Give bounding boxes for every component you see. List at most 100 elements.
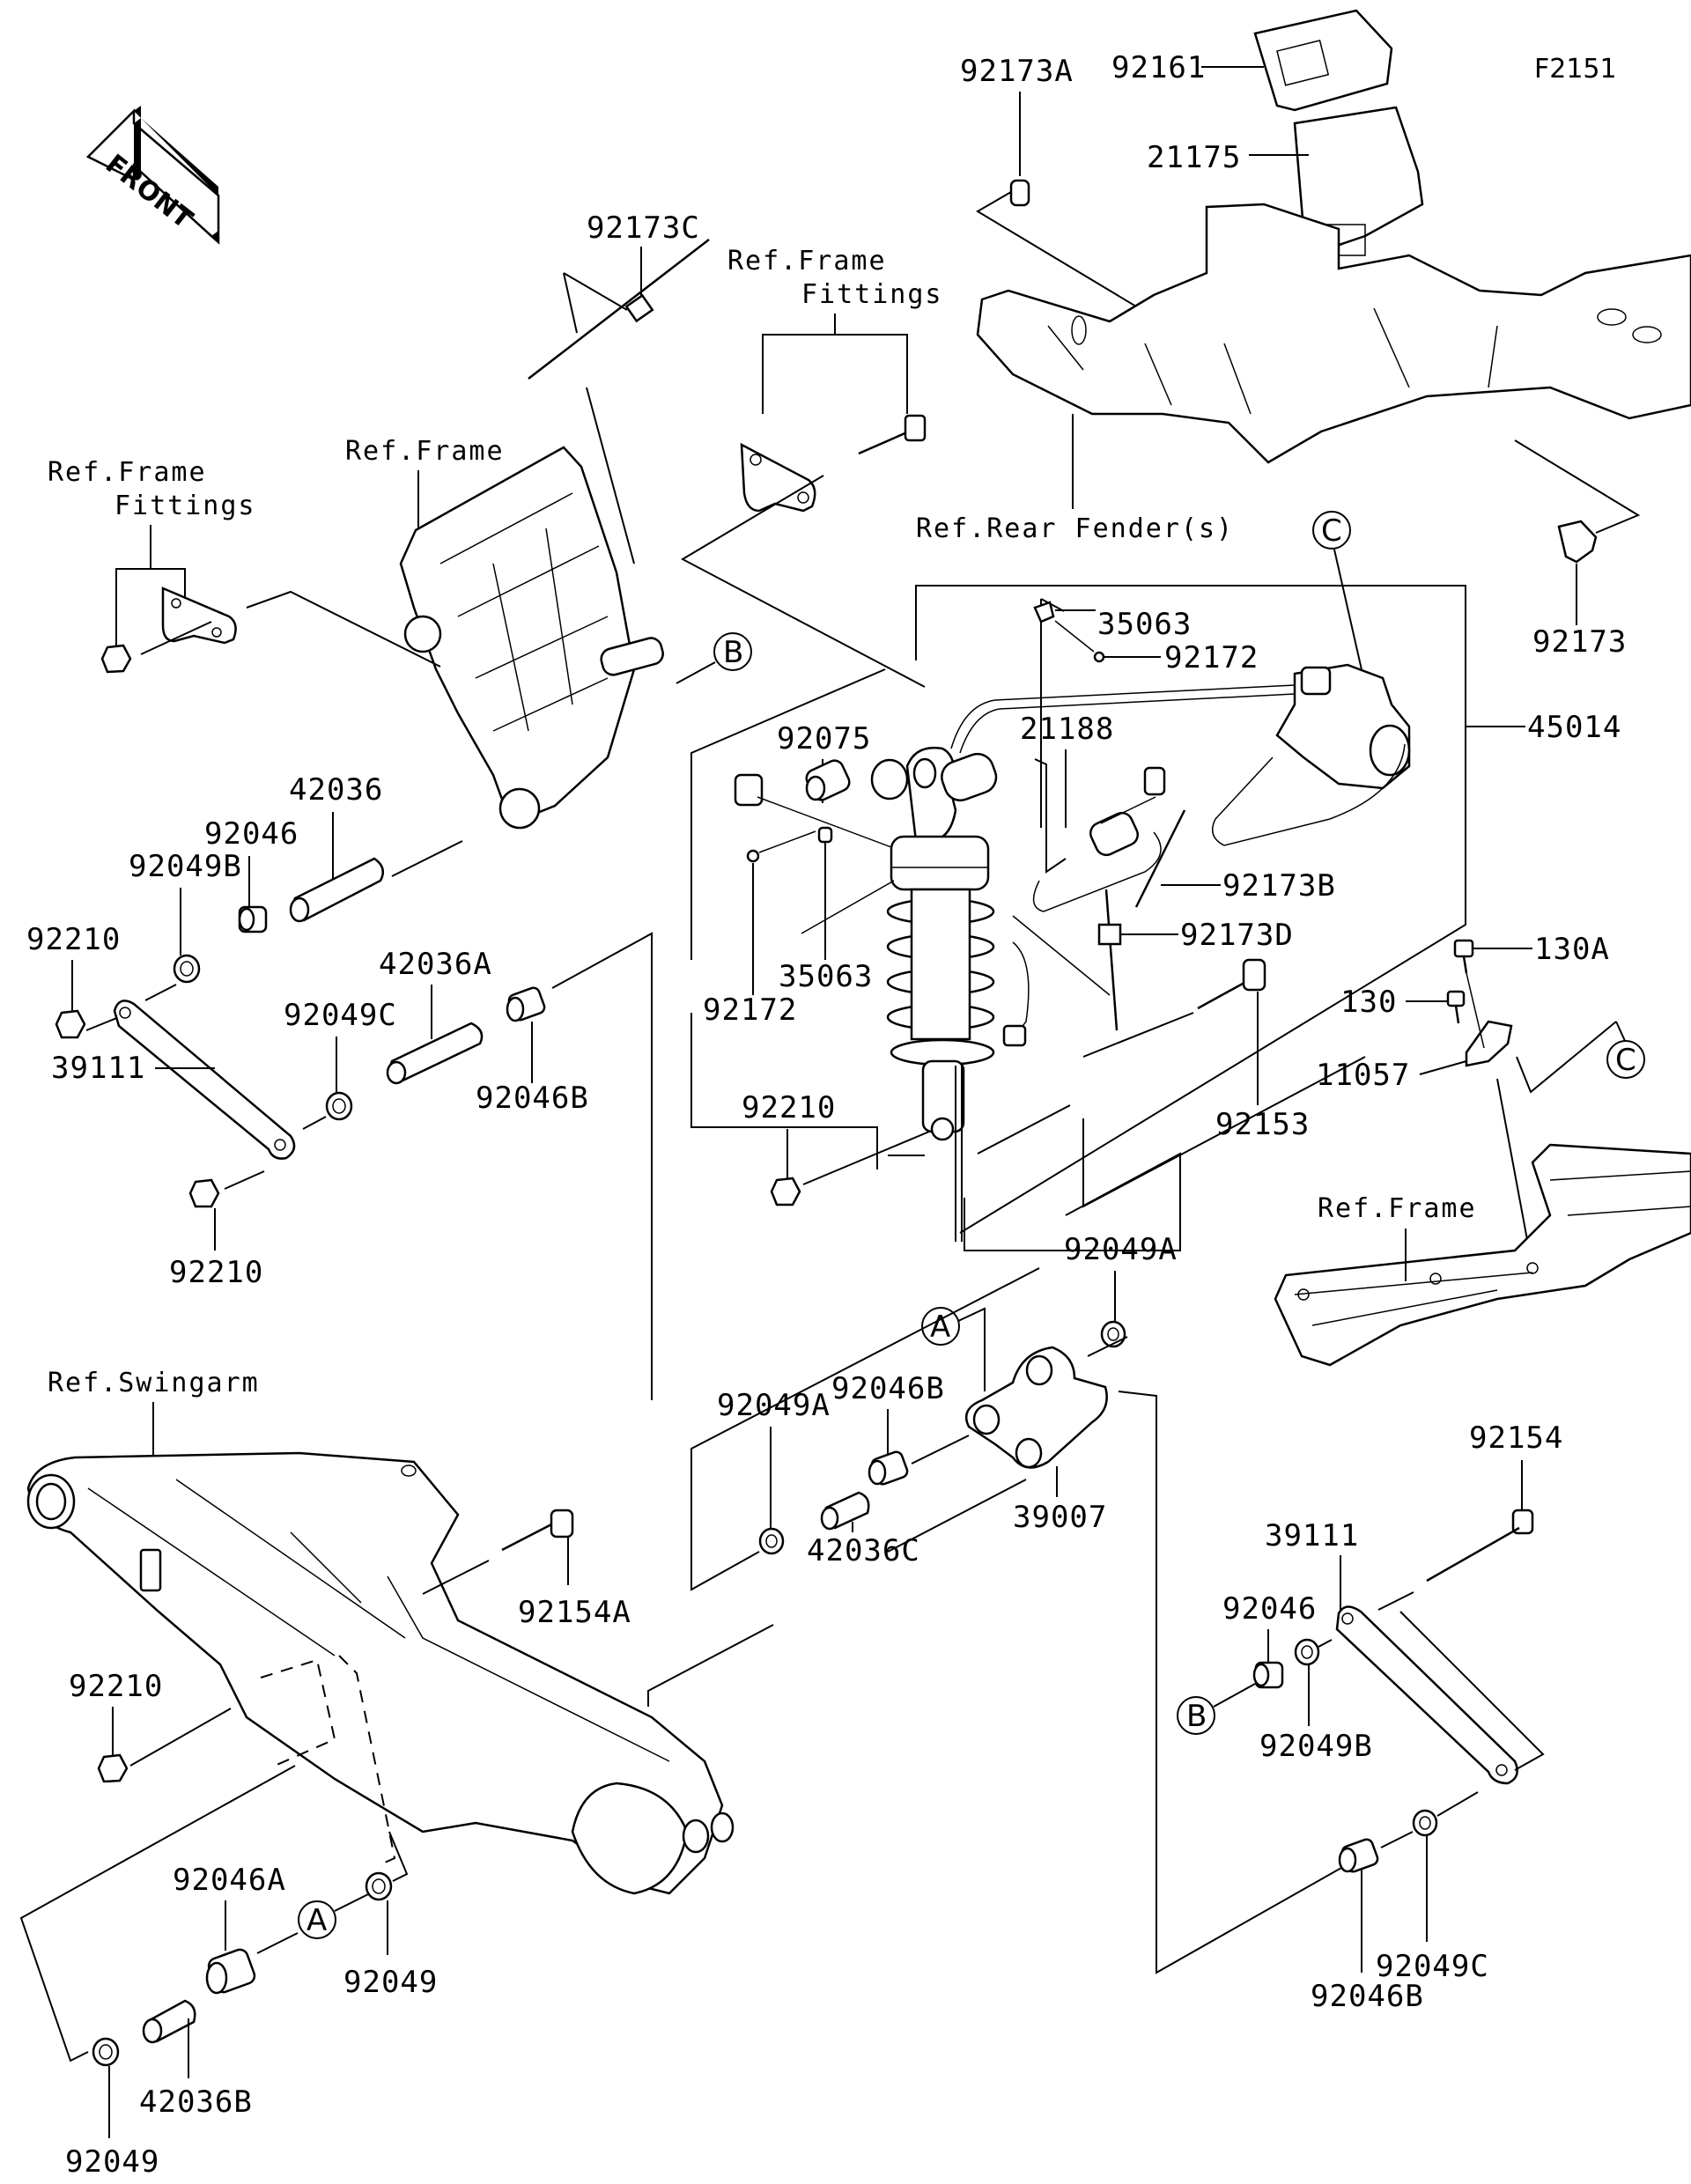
callout-92049-bottom: 92049	[65, 2144, 159, 2180]
callout-35063-mid: 35063	[779, 959, 873, 994]
callout-21175: 21175	[1147, 140, 1241, 175]
callout-92173D: 92173D	[1180, 918, 1294, 953]
callout-39007: 39007	[1013, 1500, 1107, 1535]
svg-text:C: C	[1615, 1043, 1636, 1078]
svg-text:C: C	[1321, 513, 1342, 549]
connector-b-link: B	[1177, 1696, 1215, 1735]
callout-92173: 92173	[1532, 624, 1627, 660]
callout-42036: 42036	[289, 772, 383, 808]
nut-92210-swingarm	[97, 1753, 129, 1783]
part-sensor-connector-left	[734, 773, 764, 807]
part-92173A-clamp	[1009, 179, 1030, 207]
callout-92046-right: 92046	[1222, 1591, 1317, 1627]
callout-92049B-right: 92049B	[1259, 1729, 1373, 1764]
callout-92173C: 92173C	[587, 210, 700, 246]
nut-92210-lower	[188, 1178, 220, 1208]
ref-rear-fender-label: Ref.Rear Fender(s)	[916, 513, 1234, 544]
callout-42036A: 42036A	[379, 947, 492, 982]
callout-92161: 92161	[1111, 50, 1206, 85]
part-92154A-bolt	[501, 1509, 574, 1552]
part-42036B-collar	[142, 1999, 196, 2044]
callout-39111-left: 39111	[51, 1051, 145, 1086]
callout-92046B-center: 92046B	[831, 1371, 945, 1406]
ref-frame-right	[1274, 1143, 1691, 1367]
ref-frame-fittings-top-bracket	[740, 442, 816, 513]
connector-c-right: C	[1606, 1040, 1645, 1079]
ref-swingarm-label: Ref.Swingarm	[48, 1368, 260, 1398]
svg-text:B: B	[723, 635, 743, 670]
callout-39111-right: 39111	[1265, 1518, 1359, 1553]
callout-92049C-right: 92049C	[1376, 1949, 1489, 1984]
part-92173D-tie	[1097, 889, 1122, 1031]
part-42036A-collar	[386, 1022, 484, 1085]
callout-92173B: 92173B	[1222, 868, 1336, 904]
callout-92049C-left: 92049C	[284, 998, 397, 1033]
callout-92172-top: 92172	[1164, 640, 1259, 675]
part-92049-seal-mid	[365, 1871, 393, 1901]
callout-92153: 92153	[1215, 1107, 1310, 1142]
callout-92049-mid: 92049	[343, 1965, 438, 2000]
connector-a-swingarm: A	[298, 1900, 336, 1939]
front-arrow-icon: FRONT	[85, 106, 220, 245]
part-92046B-bearing-center	[868, 1450, 909, 1486]
callout-92154: 92154	[1469, 1420, 1563, 1456]
part-92046B-bearing-right	[1338, 1838, 1379, 1873]
ref-frame-fittings-top-line1: Ref.Frame	[727, 246, 887, 277]
part-92046A-bearing	[205, 1948, 256, 1995]
callout-130A: 130A	[1534, 932, 1610, 967]
nut-left-fittings	[100, 644, 132, 674]
connector-c-top: C	[1312, 511, 1351, 550]
part-92049-seal-bottom	[92, 2037, 120, 2067]
callout-92075: 92075	[777, 721, 871, 756]
ref-frame-fittings-left-line2: Fittings	[114, 491, 256, 521]
part-92049A-seal-center	[758, 1527, 785, 1555]
part-92049C-seal-left	[325, 1091, 353, 1121]
part-92075-bush	[805, 759, 851, 801]
ref-swingarm	[26, 1451, 735, 1895]
part-92046B-bearing-left	[506, 986, 546, 1022]
ref-frame-right-label: Ref.Frame	[1318, 1193, 1477, 1224]
callout-35063-top: 35063	[1097, 607, 1192, 642]
connector-a-center: A	[921, 1307, 960, 1346]
part-39111-link-right	[1335, 1605, 1518, 1785]
ref-frame-fittings-left-line1: Ref.Frame	[48, 457, 207, 488]
part-92172-screw-top	[1093, 651, 1105, 663]
part-92154-bolt	[1426, 1509, 1534, 1583]
callout-92154A: 92154A	[518, 1595, 631, 1630]
nut-92210-shock	[770, 1177, 801, 1206]
svg-text:B: B	[1186, 1699, 1207, 1734]
callout-11057: 11057	[1316, 1058, 1410, 1093]
callout-92210-lower: 92210	[169, 1255, 263, 1290]
part-39007-rocker	[964, 1346, 1108, 1469]
part-92049B-seal-left	[173, 954, 201, 984]
part-92172-screw-mid	[746, 849, 760, 863]
figure-id: F2151	[1534, 54, 1617, 85]
callout-92172-mid: 92172	[703, 992, 797, 1028]
callout-92049B-left: 92049B	[129, 849, 242, 884]
callout-92046A: 92046A	[173, 1863, 286, 1898]
rear-fender-reference	[976, 203, 1691, 464]
part-92173C-tie	[528, 239, 710, 380]
part-92046-bearing-left	[238, 905, 268, 933]
callout-21188: 21188	[1020, 712, 1114, 747]
callout-92210-swingarm: 92210	[69, 1669, 163, 1704]
callout-92046B-right: 92046B	[1311, 1979, 1424, 2014]
ref-frame-plate	[399, 446, 664, 830]
callout-92210-left: 92210	[26, 922, 121, 957]
part-42036C-collar	[820, 1491, 870, 1531]
part-11057-bracket	[1465, 1020, 1513, 1067]
connector-b-frame: B	[713, 632, 752, 671]
part-130A-bolt	[1453, 939, 1474, 974]
part-92173B-tie	[1134, 809, 1186, 908]
part-92049B-seal-right	[1294, 1638, 1320, 1666]
ref-frame-fittings-top-line2: Fittings	[801, 279, 943, 310]
part-92161-cover	[1253, 9, 1393, 112]
ref-frame-fittings-left-bracket	[161, 587, 237, 645]
part-92173-clip	[1557, 520, 1598, 564]
ref-frame-fittings-top-bolt	[858, 414, 927, 455]
callout-92046B-left: 92046B	[476, 1081, 589, 1116]
part-42036-collar	[289, 857, 385, 923]
part-shock-absorber	[870, 746, 1030, 1141]
callout-92046-left: 92046	[204, 816, 299, 852]
